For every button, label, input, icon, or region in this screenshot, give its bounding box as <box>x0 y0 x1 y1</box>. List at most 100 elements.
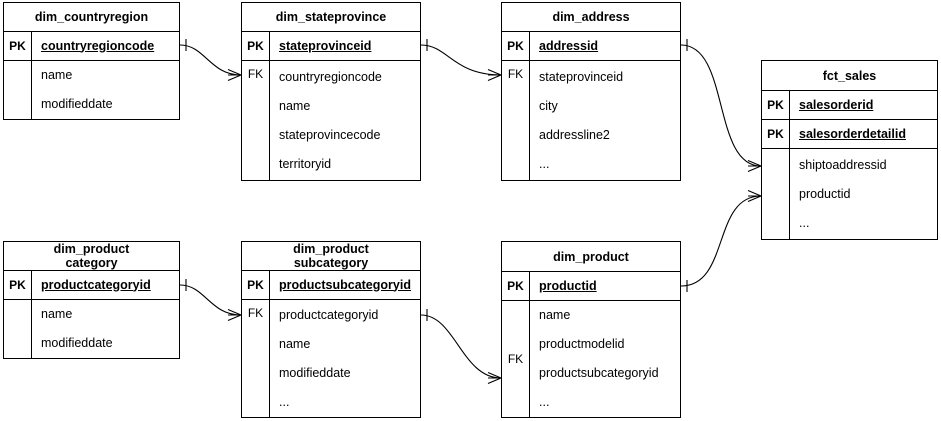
foreign-key-label: FK <box>502 61 530 180</box>
key-row[interactable]: PK addressid <box>502 32 680 61</box>
attribute-column: stateprovinceid <box>270 32 420 60</box>
attribute-block: FK countryregioncode name stateprovincecode… <box>242 61 420 180</box>
key-label: PK <box>242 32 270 60</box>
cardinality-many-marker <box>227 68 242 82</box>
attribute-column: name modifieddate <box>32 61 179 119</box>
attribute-column: productcategoryid <box>32 271 179 299</box>
foreign-key-label <box>4 61 32 119</box>
attribute-column: stateprovinceid city addressline2... <box>530 61 680 180</box>
key-row[interactable]: PK productsubcategoryid <box>242 271 420 300</box>
attribute-block: name modifieddate <box>4 61 179 119</box>
cardinality-many-marker <box>747 159 762 173</box>
key-row[interactable]: PK salesorderdetailid <box>762 120 937 149</box>
attribute-field: productsubcategoryid <box>539 366 659 380</box>
key-row[interactable]: PK stateprovinceid <box>242 32 420 61</box>
attribute-field: stateprovincecode <box>279 127 381 142</box>
attribute-block: shiptoaddressid productid... <box>762 149 937 239</box>
primary-key-field: addressid <box>539 38 599 53</box>
cardinality-many-marker <box>487 371 502 385</box>
entity-title: dim_product <box>502 242 680 272</box>
key-label: PK <box>762 91 790 119</box>
attribute-field: name <box>279 98 311 113</box>
key-row[interactable]: PK productid <box>502 272 680 301</box>
attribute-field: territoryid <box>279 156 332 171</box>
attribute-field: name <box>279 336 311 351</box>
relationship-subcategory-to-product <box>420 309 502 385</box>
attribute-column: salesorderdetailid <box>790 120 937 148</box>
attribute-column: countryregioncode name stateprovincecode te… <box>270 61 420 180</box>
foreign-key-label: FK <box>242 61 270 180</box>
attribute-field: stateprovinceid <box>539 69 624 84</box>
attribute-field: modifieddate <box>41 336 113 350</box>
attribute-field: modifieddate <box>41 97 113 111</box>
attribute-field: shiptoaddressid <box>799 157 887 172</box>
attribute-block: FK stateprovinceid city addressline2... <box>502 61 680 180</box>
primary-key-field: countryregioncode <box>41 38 155 53</box>
key-label: PK <box>502 32 530 60</box>
attribute-column: name productmodelid productsubcategoryid..… <box>530 301 680 417</box>
attribute-column: countryregioncode <box>32 32 179 60</box>
relationship-product-to-fctsales <box>680 189 762 292</box>
key-label: PK <box>4 271 32 299</box>
relationship-address-to-fctsales <box>680 39 762 173</box>
key-row[interactable]: PK productcategoryid <box>4 271 179 300</box>
attribute-field: name <box>539 308 571 322</box>
entity-title: fct_sales <box>762 61 937 91</box>
primary-key-field: salesorderdetailid <box>799 126 906 141</box>
attribute-field: name <box>41 307 73 321</box>
key-label: PK <box>502 272 530 300</box>
relationship-line <box>179 284 242 316</box>
cardinality-many-marker <box>747 189 762 203</box>
relationship-line <box>680 44 762 167</box>
key-label: PK <box>242 271 270 299</box>
key-row[interactable]: PK salesorderid <box>762 91 937 120</box>
attribute-field: city <box>539 98 558 113</box>
attribute-column: productsubcategoryid <box>270 271 420 299</box>
attribute-field: productid <box>799 186 851 201</box>
primary-key-field: stateprovinceid <box>279 38 372 53</box>
attribute-field: countryregioncode <box>279 69 382 84</box>
attribute-field: productcategoryid <box>279 307 379 322</box>
relationship-line <box>179 44 242 76</box>
attribute-column: shiptoaddressid productid... <box>790 149 937 239</box>
attribute-field: ... <box>799 215 810 230</box>
attribute-field: ... <box>539 156 550 171</box>
primary-key-field: productsubcategoryid <box>279 277 411 292</box>
relationship-countryregion-to-stateprovince <box>179 39 242 82</box>
attribute-field: name <box>41 68 73 82</box>
entity-title: dim_countryregion <box>4 3 179 32</box>
entity-title: dim_product subcategory <box>242 242 420 271</box>
attribute-column: addressid <box>530 32 680 60</box>
attribute-field: productmodelid <box>539 337 625 351</box>
key-row[interactable]: PK countryregioncode <box>4 32 179 61</box>
key-label: PK <box>762 120 790 148</box>
relationship-stateprovince-to-address <box>420 39 502 82</box>
entity-title: dim_stateprovince <box>242 3 420 32</box>
primary-key-field: productcategoryid <box>41 277 151 292</box>
relationship-line <box>420 314 502 379</box>
relationship-line <box>680 195 762 287</box>
relationship-line <box>420 44 502 76</box>
primary-key-field: productid <box>539 278 597 293</box>
relationship-productcategory-to-subcategory <box>179 279 242 322</box>
attribute-block: name modifieddate <box>4 300 179 358</box>
foreign-key-label: FK <box>242 300 270 417</box>
foreign-key-label <box>762 149 790 239</box>
attribute-field: ... <box>539 395 550 409</box>
cardinality-many-marker <box>227 308 242 322</box>
key-label: PK <box>4 32 32 60</box>
attribute-column: productid <box>530 272 680 300</box>
attribute-field: addressline2 <box>539 127 610 142</box>
primary-key-field: salesorderid <box>799 97 874 112</box>
attribute-column: salesorderid <box>790 91 937 119</box>
